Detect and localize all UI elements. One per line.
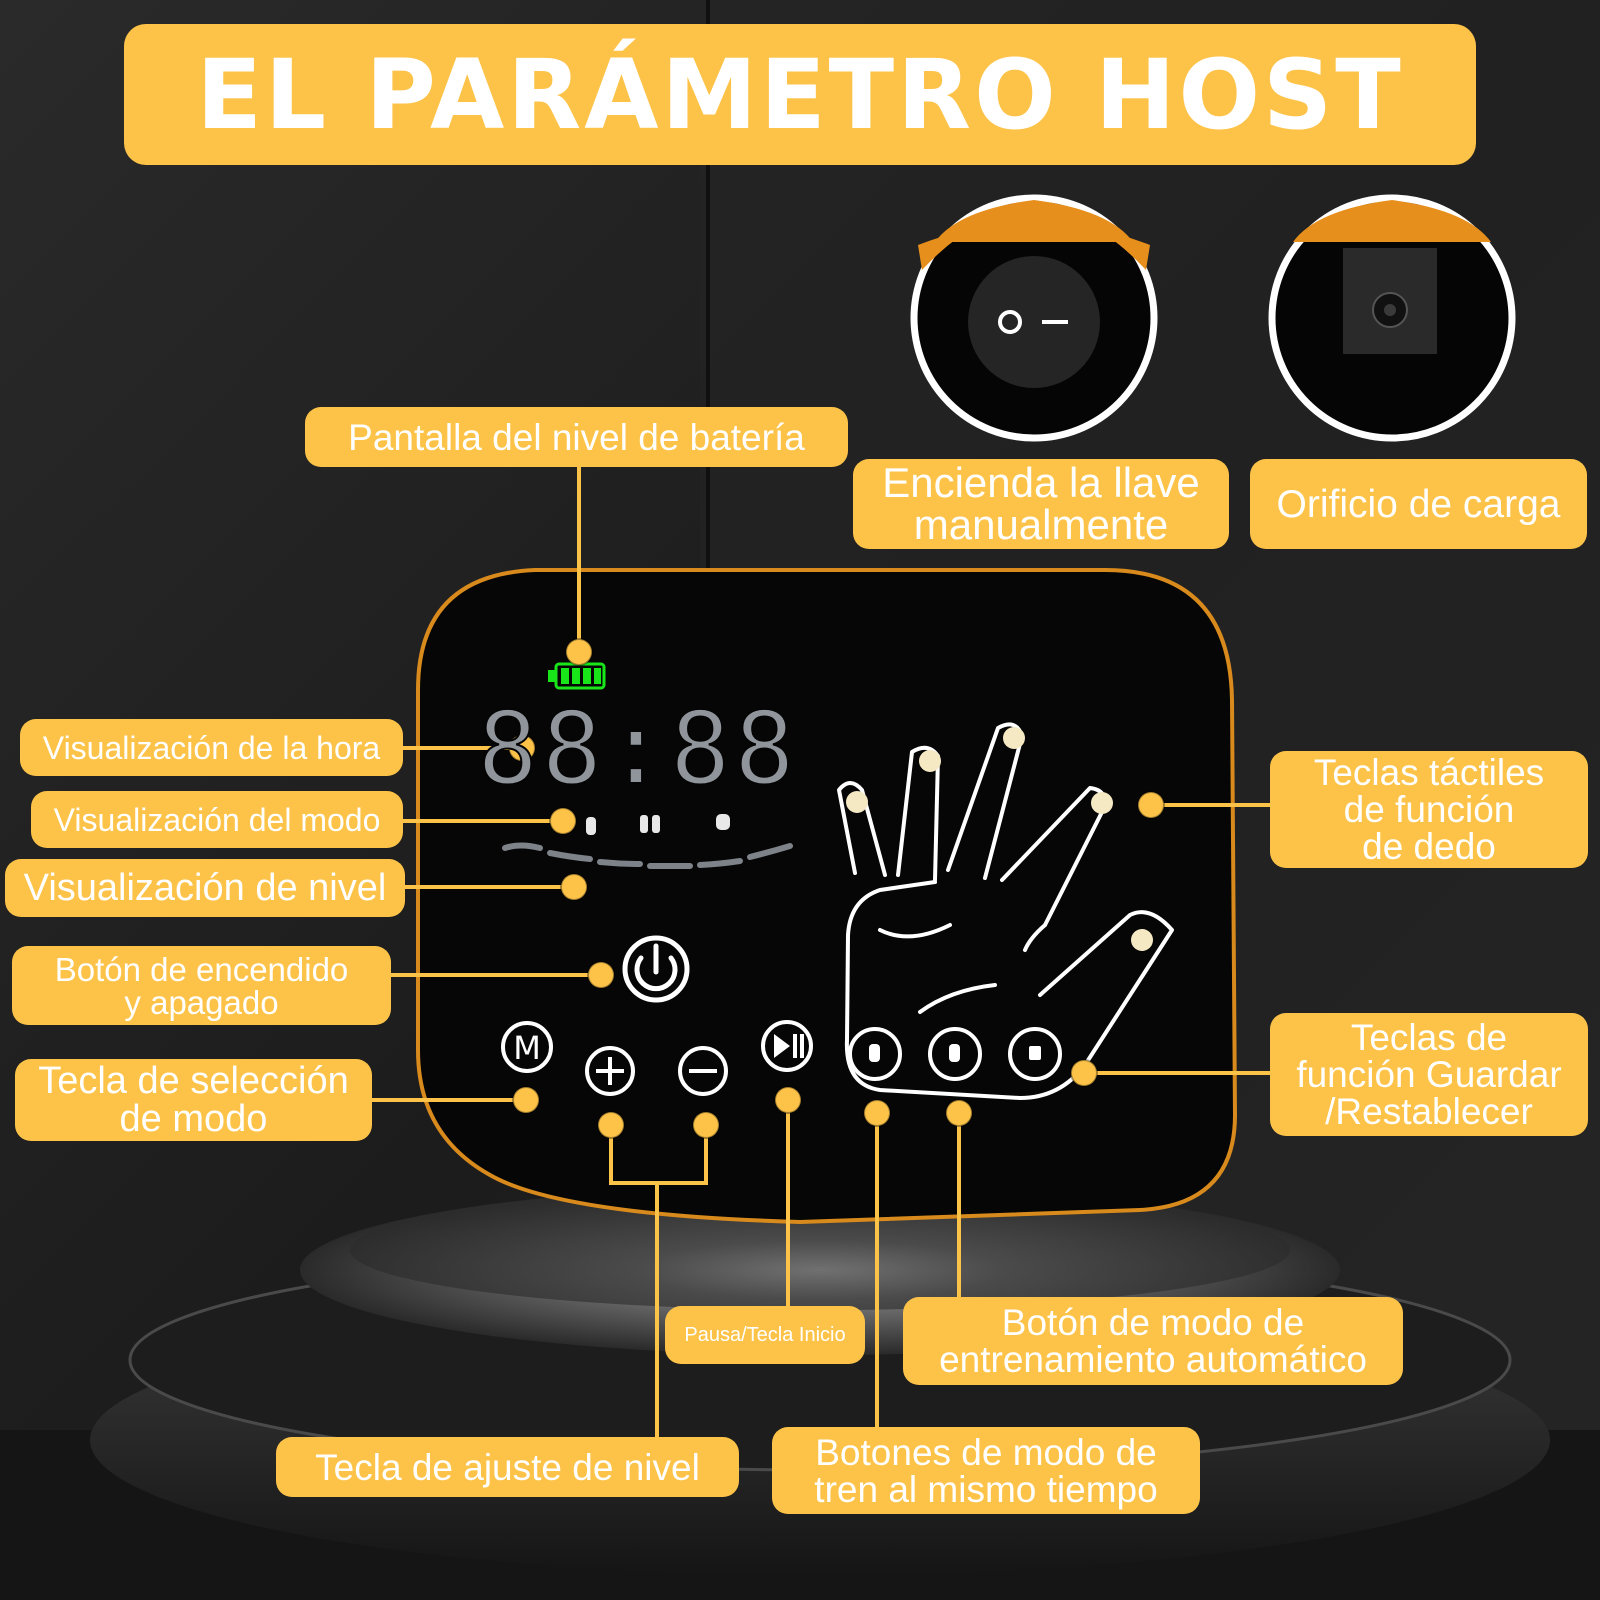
callout-mode-display: Visualización del modo bbox=[31, 791, 403, 848]
callout-time-display: Visualización de la hora bbox=[20, 719, 403, 776]
mode-m-icon: M bbox=[501, 1021, 553, 1073]
mode-display-icons bbox=[586, 814, 730, 835]
svg-text:M: M bbox=[513, 1029, 541, 1067]
callout-finger-keys: Teclas táctiles de función de dedo bbox=[1270, 751, 1588, 868]
callout-level-display: Visualización de nivel bbox=[5, 859, 405, 917]
hand-icon bbox=[869, 1044, 880, 1062]
callout-dots bbox=[508, 638, 1165, 1139]
callout-simultaneous-train: Botones de modo de tren al mismo tiempo bbox=[772, 1427, 1200, 1514]
callout-save-reset-keys: Teclas de función Guardar /Restablecer bbox=[1270, 1013, 1588, 1136]
callout-battery-level: Pantalla del nivel de batería bbox=[305, 407, 848, 467]
callout-level-adjust: Tecla de ajuste de nivel bbox=[276, 1437, 739, 1497]
charging-port-icon bbox=[1268, 194, 1516, 442]
device-panel bbox=[416, 568, 1238, 1225]
callout-lines bbox=[372, 466, 1270, 1437]
rocker-switch-icon bbox=[910, 194, 1158, 442]
callout-auto-training: Botón de modo de entrenamiento automátic… bbox=[903, 1297, 1403, 1385]
play-pause-icon bbox=[761, 1020, 813, 1072]
callout-power-button: Botón de encendido y apagado bbox=[12, 946, 391, 1025]
hand-function-buttons bbox=[848, 1027, 1062, 1081]
callout-pause-start-key: Pausa/Tecla Inicio bbox=[665, 1306, 865, 1364]
minus-icon bbox=[678, 1046, 728, 1096]
clock-display: 88:88 bbox=[477, 690, 798, 807]
level-display-arc bbox=[502, 842, 793, 869]
callout-charging-port: Orificio de carga bbox=[1250, 459, 1587, 549]
plus-icon bbox=[585, 1046, 635, 1096]
finger-touch-keys bbox=[846, 727, 1153, 951]
power-icon bbox=[622, 935, 690, 1003]
page-title: EL PARÁMETRO HOST bbox=[124, 24, 1476, 165]
callout-manual-switch: Encienda la llave manualmente bbox=[853, 459, 1229, 549]
save-icon bbox=[1029, 1046, 1041, 1060]
callout-mode-key: Tecla de selección de modo bbox=[15, 1059, 372, 1141]
fist-icon bbox=[949, 1044, 960, 1062]
